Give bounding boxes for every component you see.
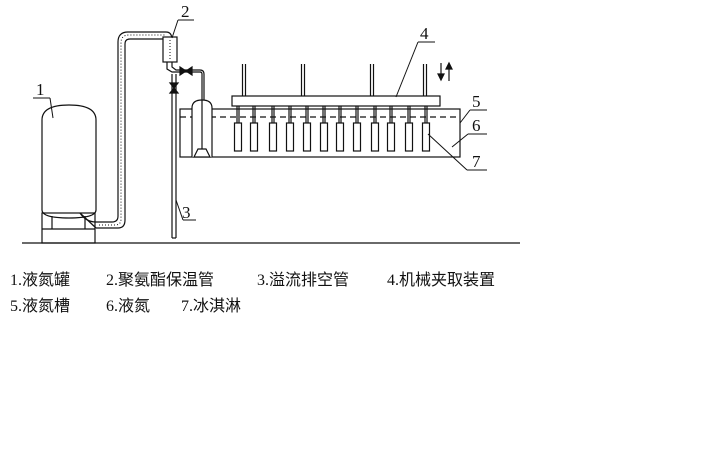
mechanical-clamp-device [231, 61, 453, 152]
liquid-nitrogen-trough [179, 108, 461, 158]
callouts [33, 19, 487, 221]
ice-cream-bar [352, 122, 362, 152]
valve-icon [168, 82, 180, 89]
ice-cream-bar [268, 122, 278, 152]
ice-cream-bar [370, 122, 380, 152]
valve-icon [168, 87, 180, 94]
valve-icon [184, 65, 193, 77]
ice-cream-bar [421, 122, 431, 152]
valve-icon [179, 65, 188, 77]
polyurethane-insulated-pipe [79, 31, 178, 229]
legend-item-1: 1.液氮罐 [10, 272, 71, 289]
ice-cream-bar [249, 122, 259, 152]
ice-cream-bar [335, 122, 345, 152]
feed-pipe [166, 62, 205, 100]
legend-item-4: 4.机械夹取装置 [387, 272, 496, 289]
ice-cream-bar [302, 122, 312, 152]
legend-item-2: 2.聚氨酯保温管 [106, 272, 215, 289]
legend-item-3: 3.溢流排空管 [257, 272, 350, 289]
callout-6: 6 [472, 116, 481, 135]
liquid-nitrogen-tank [41, 104, 97, 244]
callout-7: 7 [472, 152, 481, 171]
callout-5: 5 [472, 92, 481, 111]
legend-item-6: 6.液氮 [106, 298, 151, 315]
callout-4: 4 [420, 24, 429, 43]
legend-item-7: 7.冰淇淋 [181, 298, 242, 315]
ice-cream-bar [233, 122, 243, 152]
callout-1: 1 [36, 80, 45, 99]
ice-cream-bar [285, 122, 295, 152]
legend-item-5: 5.液氮槽 [10, 298, 71, 315]
nozzle-unit [191, 99, 213, 158]
ice-cream-bar [319, 122, 329, 152]
callout-2: 2 [181, 2, 190, 21]
overflow-vent-pipe [168, 74, 180, 239]
ice-cream-bar [404, 122, 414, 152]
callout-3: 3 [182, 203, 191, 222]
ice-cream-bar [386, 122, 396, 152]
